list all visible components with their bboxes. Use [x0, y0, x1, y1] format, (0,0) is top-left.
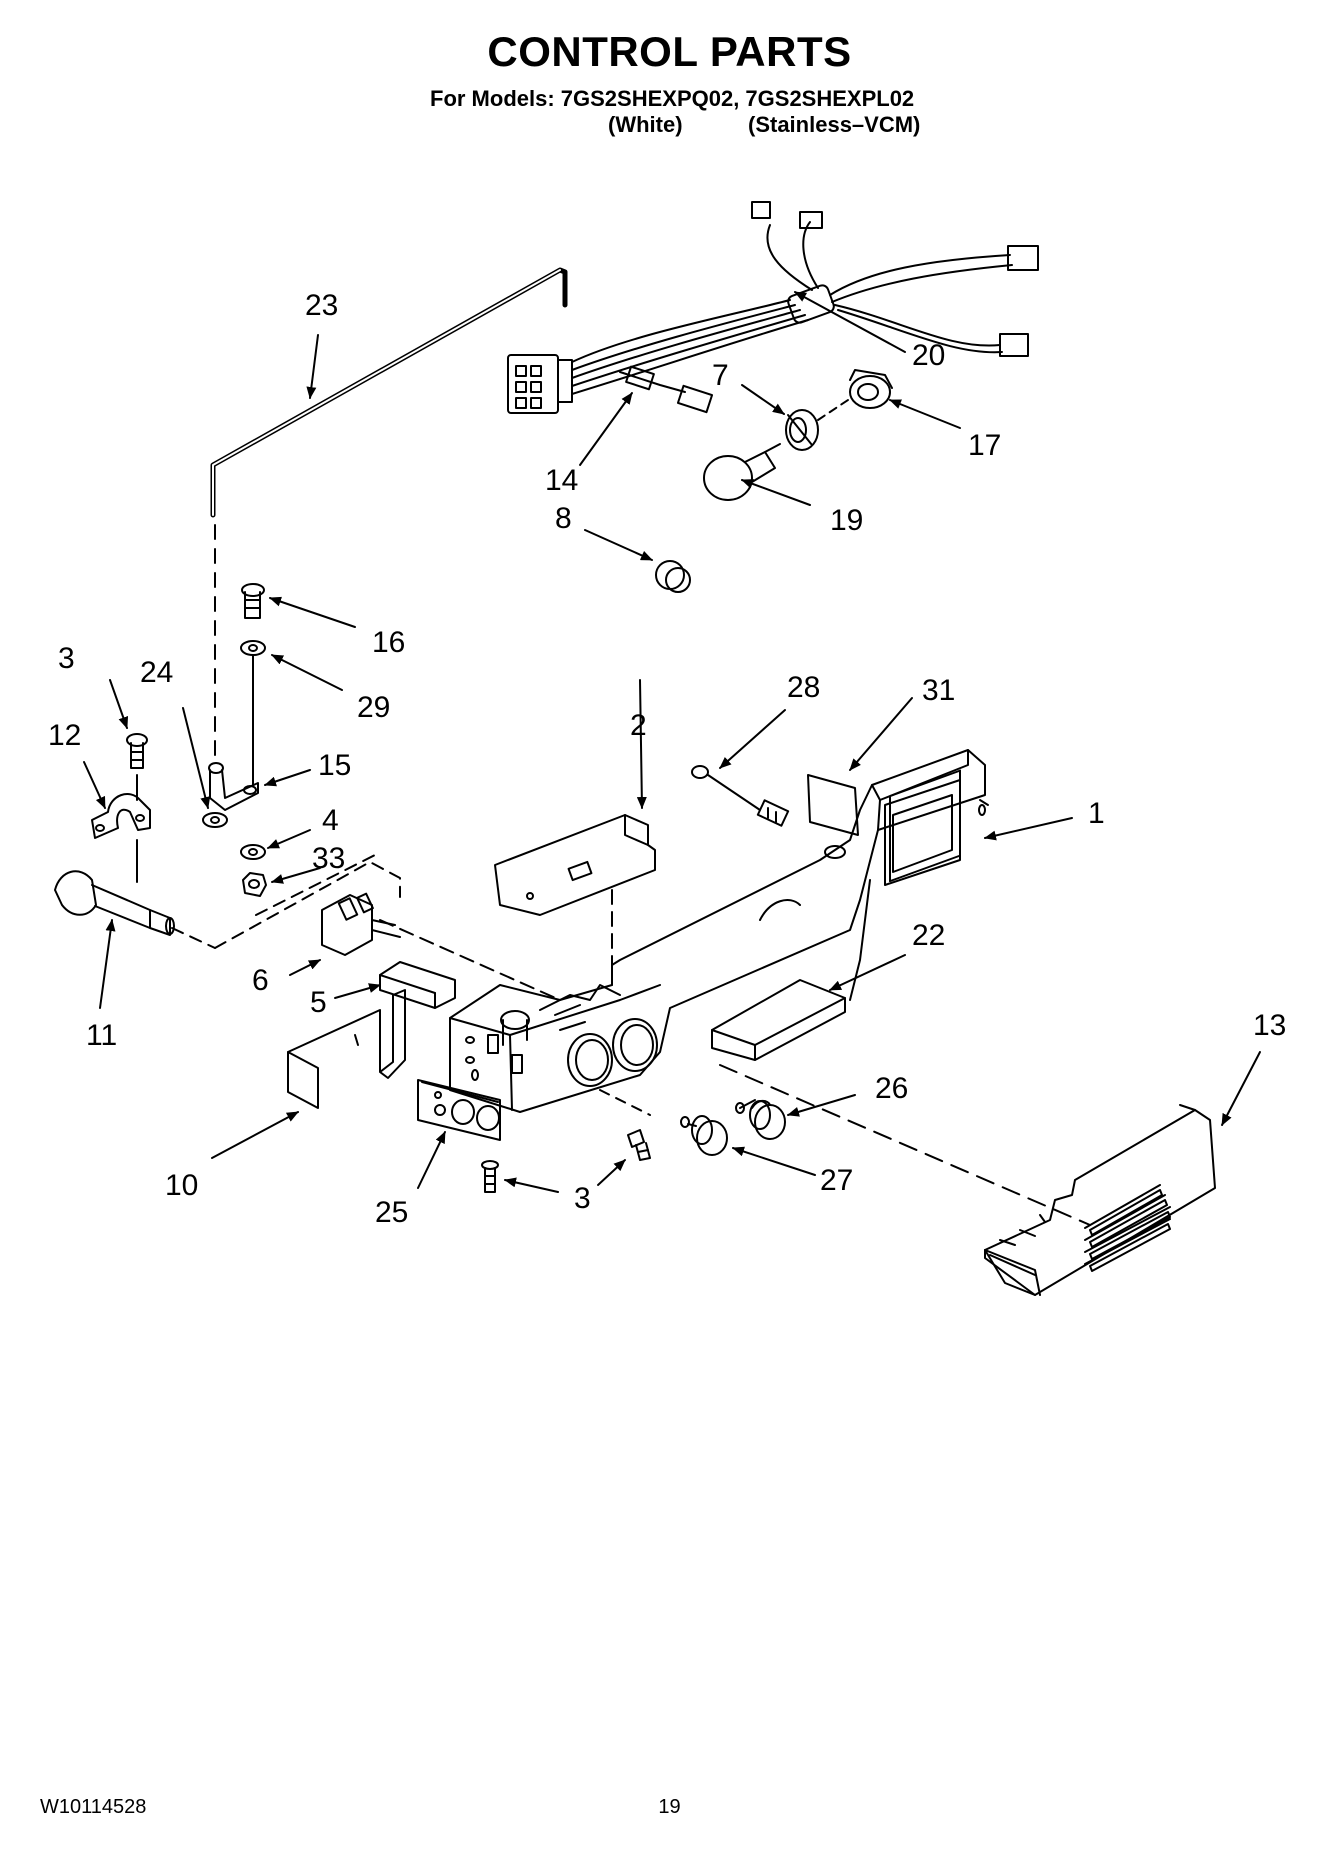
callout-19: 19: [830, 504, 863, 537]
page-number: 19: [658, 1796, 681, 1818]
button-part-8: [655, 560, 691, 593]
callout-17: 17: [968, 429, 1001, 462]
callout-3-left: 3: [58, 642, 75, 675]
clamp-part-12: [91, 793, 151, 839]
callout-8: 8: [555, 502, 572, 535]
label-part-31: [807, 774, 859, 836]
callout-15: 15: [318, 749, 351, 782]
knob-part-26: [735, 1099, 786, 1140]
callout-24: 24: [140, 656, 173, 689]
socket-clip-part-17: [817, 369, 893, 421]
callout-leaders: [83, 291, 1261, 1193]
washer-part-24: [202, 812, 228, 828]
screw-part-3-left: [126, 733, 148, 769]
sensor-part-28: [691, 765, 790, 827]
wire-harness-part-20: [507, 201, 1039, 414]
callout-33: 33: [312, 842, 345, 875]
callout-11: 11: [86, 1019, 117, 1052]
callout-29: 29: [357, 691, 390, 724]
knob-part-27: [680, 1115, 728, 1156]
callout-27: 27: [820, 1164, 853, 1197]
callout-16: 16: [372, 626, 405, 659]
shaft-part-11: [54, 870, 216, 949]
switch-part-6: [321, 892, 401, 956]
callout-1: 1: [1088, 797, 1105, 830]
dash-bracket: [214, 861, 401, 949]
washer-part-4: [240, 844, 266, 860]
callout-12: 12: [48, 719, 81, 752]
callout-5: 5: [310, 986, 327, 1019]
models-line: For Models: 7GS2SHEXPQ02, 7GS2SHEXPL02: [430, 86, 915, 111]
rod-part-23: [210, 267, 568, 518]
callout-2: 2: [630, 709, 647, 742]
callout-22: 22: [912, 919, 945, 952]
callout-13: 13: [1253, 1009, 1286, 1042]
callout-20: 20: [912, 339, 945, 372]
variant-white: (White): [608, 112, 683, 137]
callout-4: 4: [322, 804, 339, 837]
nut-part-33: [242, 872, 267, 897]
callout-7: 7: [712, 359, 729, 392]
callout-3-bottom: 3: [574, 1182, 591, 1215]
sheet-part-2: [494, 814, 656, 986]
callout-26: 26: [875, 1072, 908, 1105]
screw-part-25-fastener: [481, 1160, 499, 1193]
screw-part-16: [241, 583, 265, 619]
lever-part-15: [208, 762, 259, 811]
grille-part-13: [379, 919, 1216, 1296]
plate-part-22: [711, 979, 846, 1061]
screw-part-3-bottom: [627, 1129, 651, 1161]
callout-25: 25: [375, 1196, 408, 1229]
callout-31: 31: [922, 674, 955, 707]
bar-part-5: [379, 961, 456, 1009]
bracket-part-10: [287, 989, 406, 1109]
callout-labels: 1 2 3 3 4 5 6 7 8 10 11 12 13 14 15 16 1…: [48, 289, 1286, 1229]
light-bulb-part-19: [703, 443, 781, 501]
variant-stainless: (Stainless–VCM): [748, 112, 921, 137]
callout-23: 23: [305, 289, 338, 322]
dash-bracket-2: [255, 854, 376, 916]
light-socket-part-7: [785, 409, 819, 451]
faceplate-part-25: [417, 1079, 501, 1141]
callout-6: 6: [252, 964, 269, 997]
washer-part-29: [240, 640, 266, 656]
document-number: W10114528: [40, 1796, 147, 1818]
callout-28: 28: [787, 671, 820, 704]
callout-14: 14: [545, 464, 578, 497]
housing-part-1: [449, 749, 989, 1113]
callout-10: 10: [165, 1169, 198, 1202]
page-title: CONTROL PARTS: [487, 28, 852, 75]
